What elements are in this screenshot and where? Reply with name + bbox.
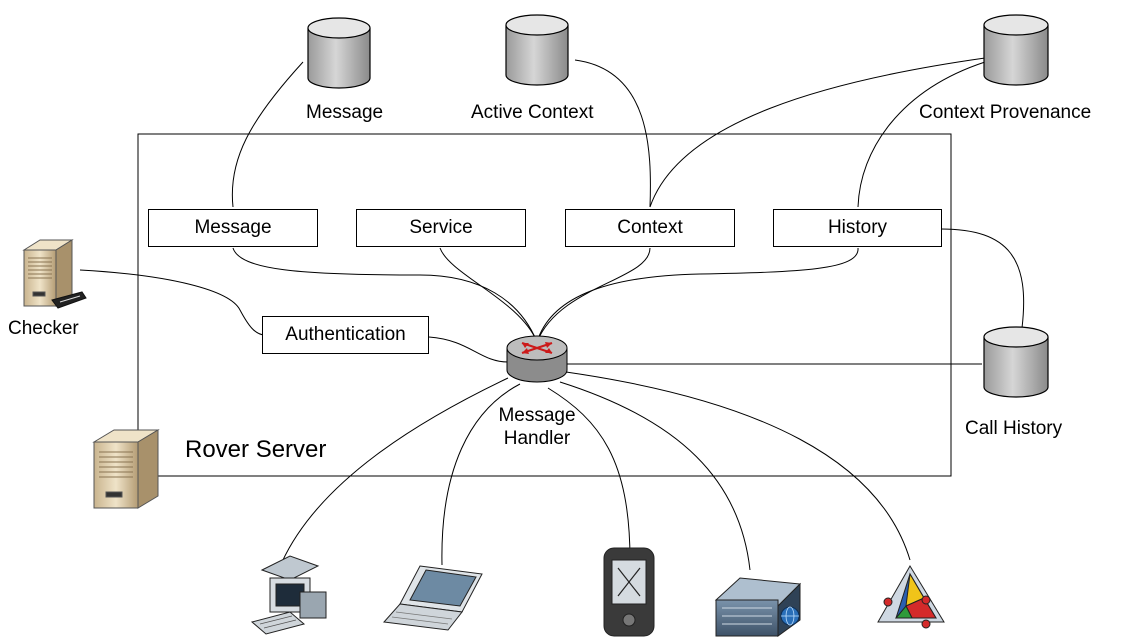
link-active-context-db: [574, 59, 651, 208]
context-module: Context: [565, 209, 735, 247]
rover-server-icon: [92, 429, 160, 509]
context-provenance-db-label: Context Provenance: [919, 102, 1092, 123]
link-provenance-history: [857, 61, 986, 208]
rover-server-boundary: [137, 133, 952, 477]
database-icon: [505, 14, 569, 86]
message-handler-label: Message Handler: [485, 404, 589, 450]
message-module: Message: [148, 209, 318, 247]
link-router-app: [565, 371, 911, 561]
message-db-label: Message: [306, 102, 384, 123]
link-history-router: [536, 247, 859, 343]
link-service-router: [439, 247, 538, 343]
message-handler-line1: Message: [498, 405, 576, 426]
message-handler-line2: Handler: [503, 428, 571, 449]
desktop-computer-icon: [250, 555, 327, 635]
link-router-rack: [559, 381, 751, 571]
rover-server-label: Rover Server: [185, 436, 327, 463]
link-history-callhistory: [940, 228, 1025, 329]
link-router-laptop: [441, 383, 521, 566]
link-provenance-context: [649, 57, 986, 208]
router-icon: [506, 335, 568, 383]
checker-server-icon: [22, 239, 87, 309]
link-context-router: [536, 247, 651, 343]
link-router-pda: [547, 387, 631, 561]
service-module: Service: [356, 209, 526, 247]
checker-label: Checker: [8, 318, 79, 339]
rack-server-icon: [714, 577, 802, 637]
history-module: History: [773, 209, 942, 247]
database-icon: [983, 14, 1049, 86]
call-history-db-label: Call History: [965, 418, 1063, 439]
database-icon: [983, 326, 1049, 398]
link-message-db: [231, 61, 304, 208]
laptop-icon: [382, 565, 483, 631]
link-message-router: [232, 247, 538, 343]
database-icon: [307, 17, 371, 89]
pda-icon: [603, 547, 655, 637]
connections: [79, 57, 1025, 571]
link-auth-router: [428, 336, 509, 363]
link-checker-auth: [79, 269, 266, 336]
active-context-db-label: Active Context: [471, 102, 594, 123]
application-icon: [877, 565, 945, 629]
link-router-desktop: [281, 377, 509, 563]
authentication-module: Authentication: [262, 316, 429, 354]
